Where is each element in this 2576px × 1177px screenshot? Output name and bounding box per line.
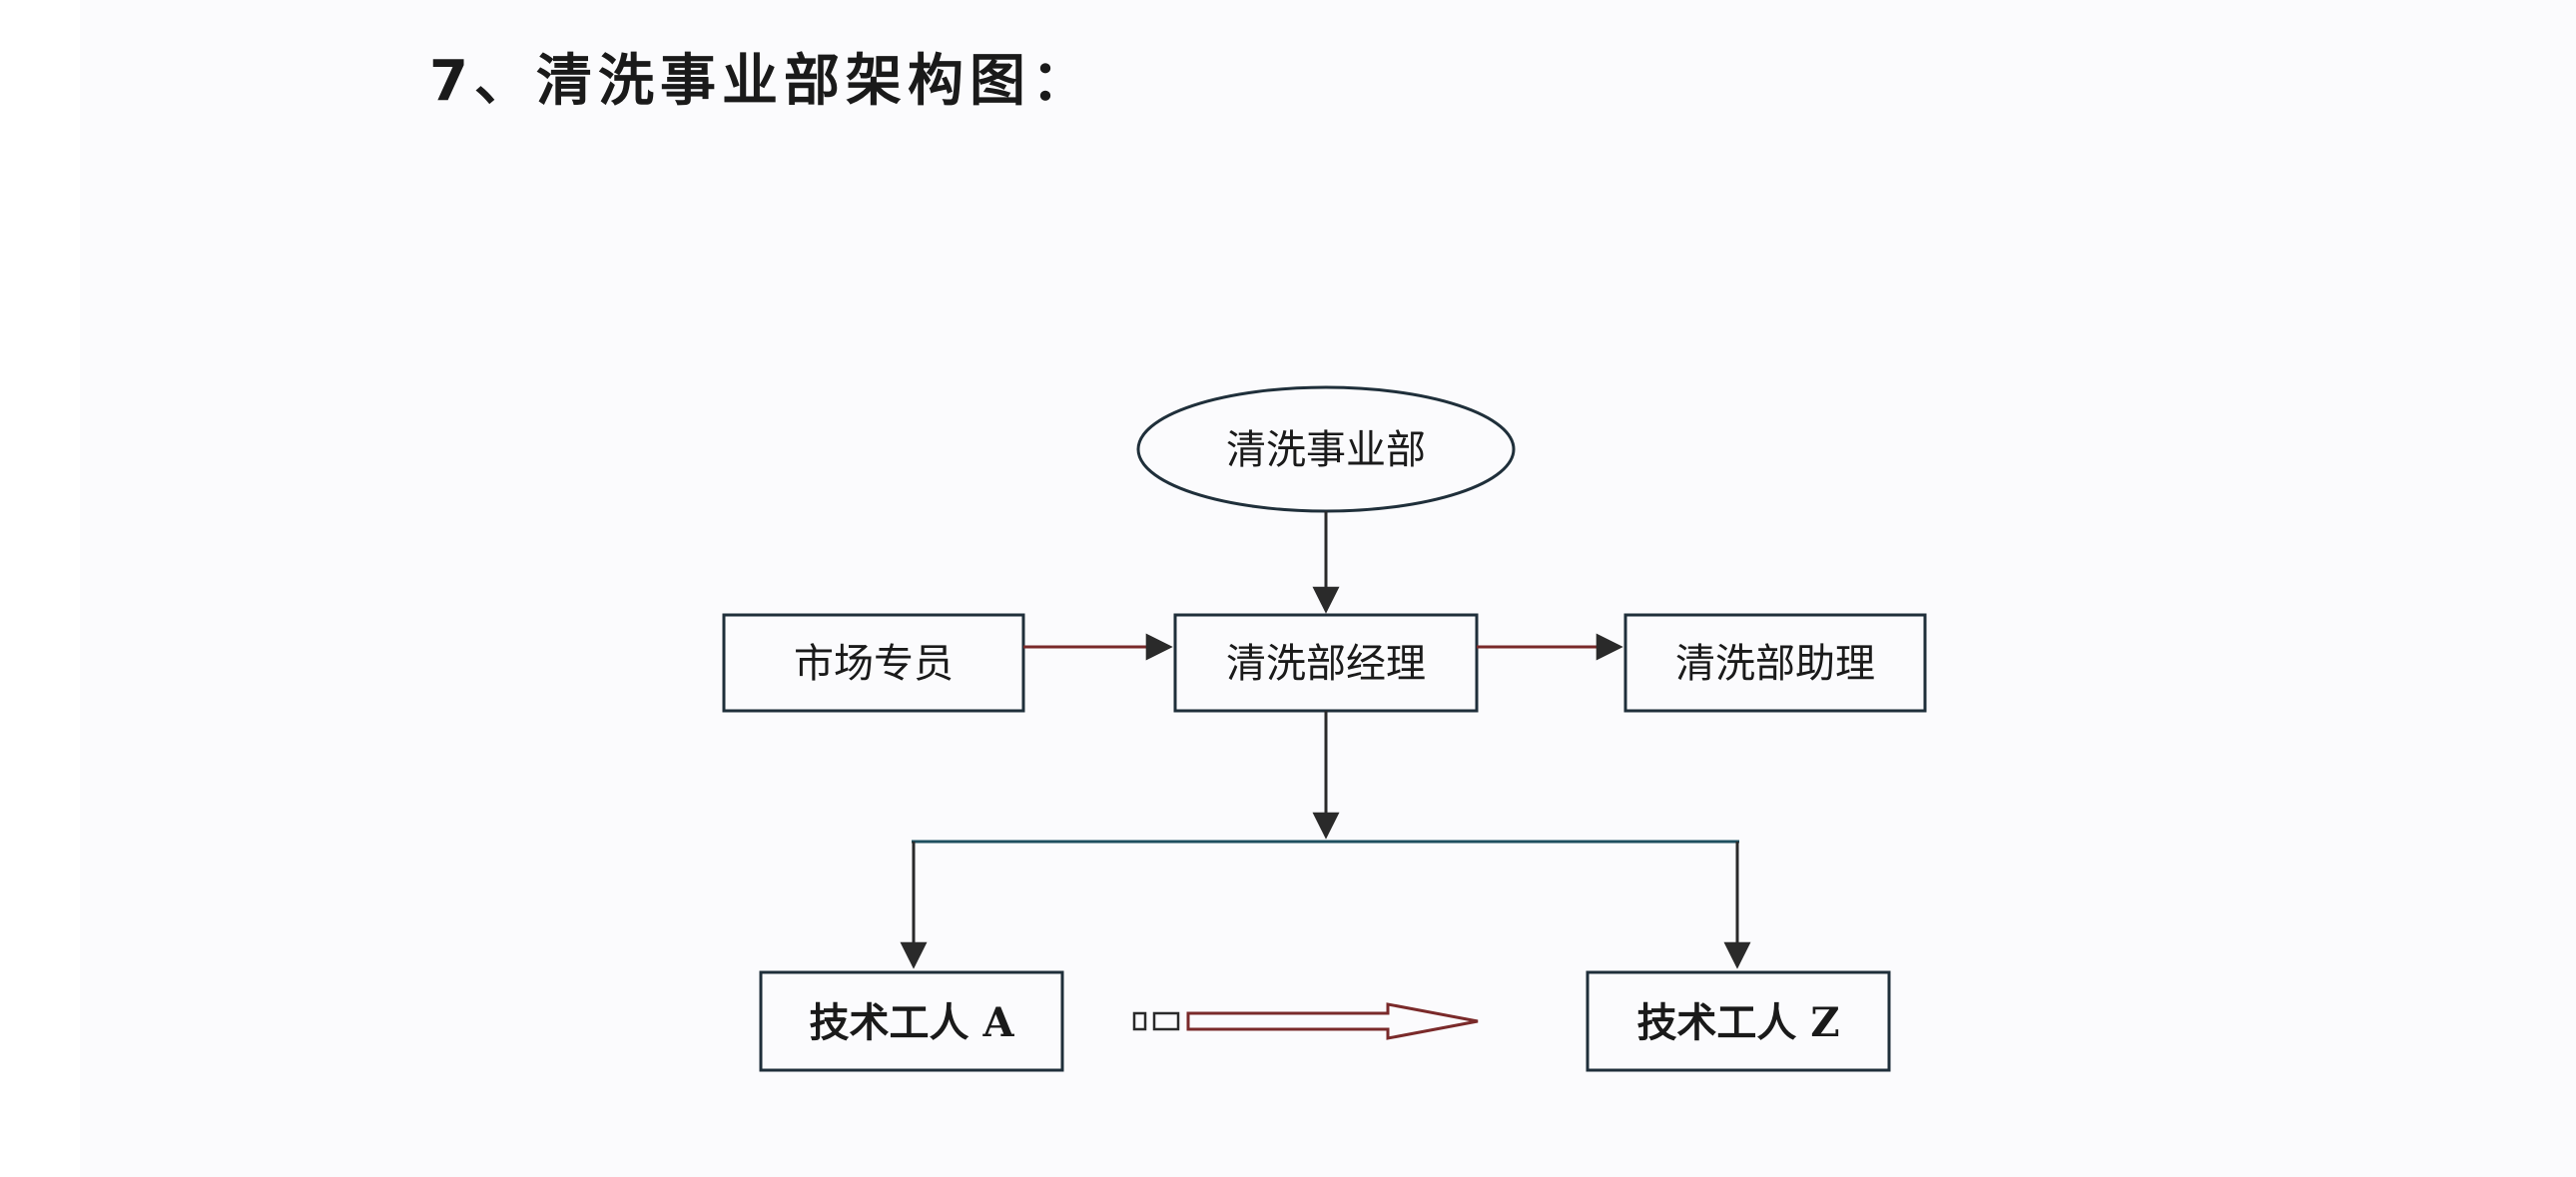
node-worker-a-label: 技术工人 A <box>810 999 1015 1046</box>
page-title: 7、清洗事业部架构图： <box>429 49 1093 114</box>
node-manager-label: 清洗部经理 <box>1226 641 1426 687</box>
node-root-label: 清洗事业部 <box>1226 427 1426 473</box>
node-worker-a: 技术工人 A <box>759 970 1064 1072</box>
node-worker-z: 技术工人 Z <box>1586 970 1891 1072</box>
node-market: 市场专员 <box>722 613 1025 713</box>
continuation-arrow <box>1132 1002 1479 1040</box>
continuation-hollow-arrow <box>1186 1002 1479 1040</box>
continuation-square-2 <box>1152 1011 1180 1031</box>
node-assistant-label: 清洗部助理 <box>1675 641 1875 687</box>
continuation-square-1 <box>1132 1011 1147 1031</box>
node-root: 清洗事业部 <box>1136 385 1516 513</box>
node-market-label: 市场专员 <box>794 641 954 687</box>
node-worker-z-label: 技术工人 Z <box>1636 999 1839 1046</box>
node-assistant: 清洗部助理 <box>1623 613 1927 713</box>
node-manager: 清洗部经理 <box>1173 613 1479 713</box>
